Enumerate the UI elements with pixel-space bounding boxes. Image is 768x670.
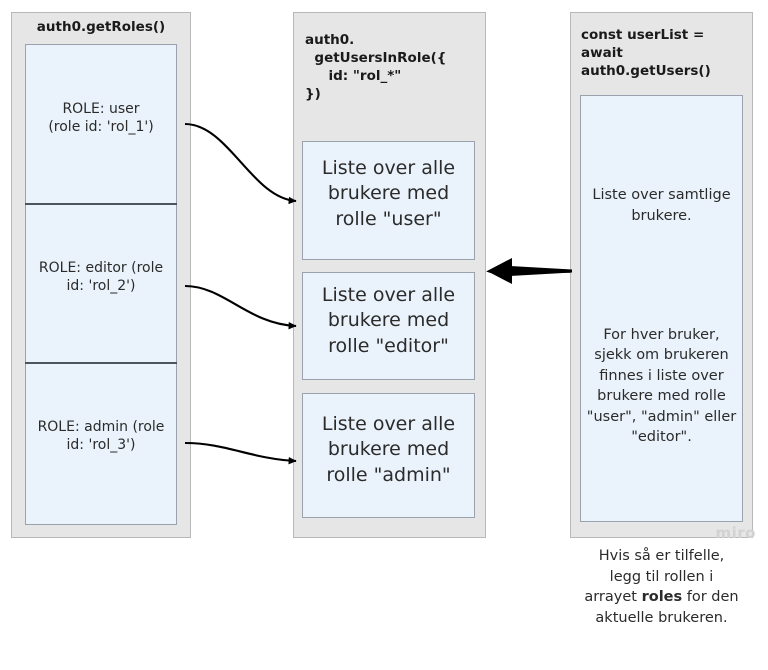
users-in-role-label-admin: Liste over alle brukere med rolle "admin… [321, 413, 462, 486]
diagram-canvas: auth0.getRoles() ROLE: user (role id: 'r… [11, 12, 756, 626]
connector-userlist-shaft [510, 266, 572, 276]
connector-userlist-arrowhead [487, 258, 512, 284]
miro-watermark: miro [715, 524, 756, 542]
column-get-roles-header: auth0.getRoles() [36, 19, 166, 35]
role-item-admin[interactable]: ROLE: admin (role id: 'rol_3') [37, 419, 165, 454]
users-in-role-panel-user[interactable] [302, 141, 475, 260]
roles-divider-1 [25, 203, 177, 205]
connector-role-user [184, 122, 297, 205]
role-item-editor[interactable]: ROLE: editor (role id: 'rol_2') [38, 260, 164, 295]
users-in-role-panel-editor[interactable] [302, 272, 475, 380]
user-list-paragraph-1: Liste over samtlige brukere. [592, 187, 736, 224]
roles-panel [25, 44, 177, 525]
connector-role-editor [184, 284, 297, 330]
user-list-description: Liste over samtlige brukere. For hver br… [584, 144, 739, 670]
column-user-list-header: const userList = await auth0.getUsers() [581, 27, 711, 79]
connector-userlist-to-roles [486, 264, 571, 279]
user-list-emphasis-roles: roles [641, 589, 683, 606]
column-get-users-in-role-header: auth0. getUsersInRole({ id: "rol_*" }) [305, 32, 447, 102]
connector-role-admin [184, 441, 297, 465]
spacer-2 [584, 489, 739, 505]
users-in-role-panel-admin[interactable] [302, 393, 475, 518]
role-item-user[interactable]: ROLE: user (role id: 'rol_1') [48, 101, 154, 136]
user-list-panel[interactable] [580, 95, 743, 522]
spacer-1 [584, 267, 739, 283]
user-list-paragraph-2: For hver bruker, sjekk om brukeren finne… [586, 326, 741, 446]
users-in-role-label-editor: Liste over alle brukere med rolle "edito… [321, 284, 462, 357]
users-in-role-label-user: Liste over alle brukere med rolle "user" [321, 157, 462, 230]
roles-divider-2 [25, 362, 177, 364]
user-list-paragraph-3: Hvis så er tilfelle, legg til rollen i a… [584, 546, 739, 628]
